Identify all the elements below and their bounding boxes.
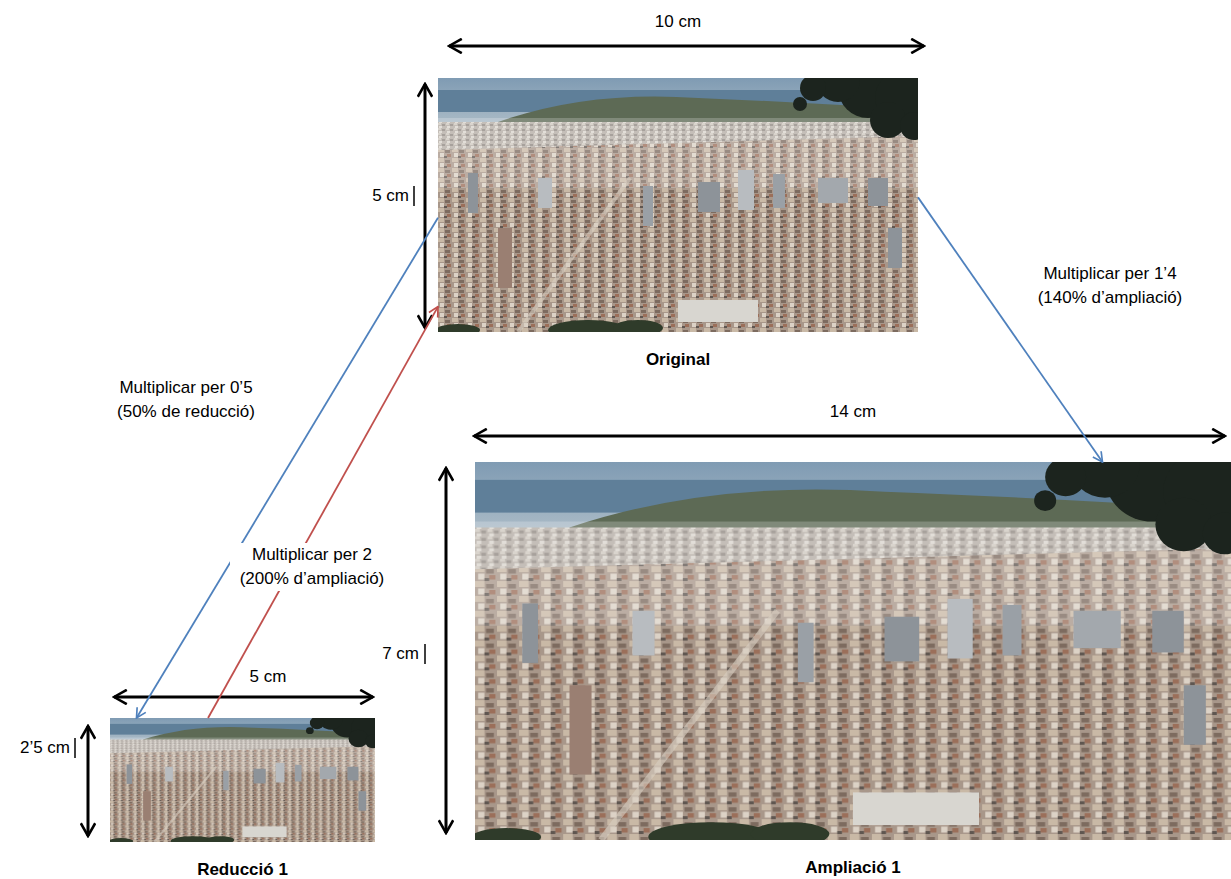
photo-frame: Ampliació 1: [475, 462, 1231, 840]
scale-arrow: [918, 197, 1102, 462]
dimension-line: [114, 696, 373, 699]
dimension-label: 2’5 cm: [20, 738, 70, 758]
cityscape: [438, 78, 918, 332]
dimension-label: 5 cm: [250, 667, 287, 687]
dimension-line: [424, 84, 427, 328]
cityscape: [110, 718, 375, 842]
photo-reduction: [110, 718, 375, 842]
photo-frame: Reducció 1: [110, 718, 375, 842]
photo-caption: Reducció 1: [110, 860, 375, 879]
dimension-line: [474, 435, 1225, 438]
dimension-label: 14 cm: [830, 402, 876, 422]
cityscape: [475, 462, 1231, 840]
tick-mark: [74, 738, 76, 758]
dimension-line: [87, 726, 90, 836]
photo-frame: Original: [438, 78, 918, 332]
dimension-line: [445, 468, 448, 833]
dimension-line: [449, 45, 924, 48]
dimension-label: 5 cm: [372, 186, 409, 206]
photo-caption: Ampliació 1: [475, 858, 1231, 878]
tick-mark: [413, 186, 415, 206]
scale-factor-label: Multiplicar per 0’5 (50% de reducció): [104, 376, 268, 424]
dimension-label: 10 cm: [655, 12, 701, 32]
scale-arrow: [137, 218, 439, 718]
scale-factor-label: Multiplicar per 1’4 (140% d’ampliació): [1028, 262, 1192, 310]
photo-enlargement: [475, 462, 1231, 840]
photo-caption: Original: [438, 350, 918, 370]
scale-arrow: [208, 307, 438, 718]
dimension-label: 7 cm: [382, 644, 419, 664]
tick-mark: [424, 644, 426, 664]
scale-factor-label: Multiplicar per 2 (200% d’ampliació): [230, 543, 394, 591]
photo-original: [438, 78, 918, 332]
